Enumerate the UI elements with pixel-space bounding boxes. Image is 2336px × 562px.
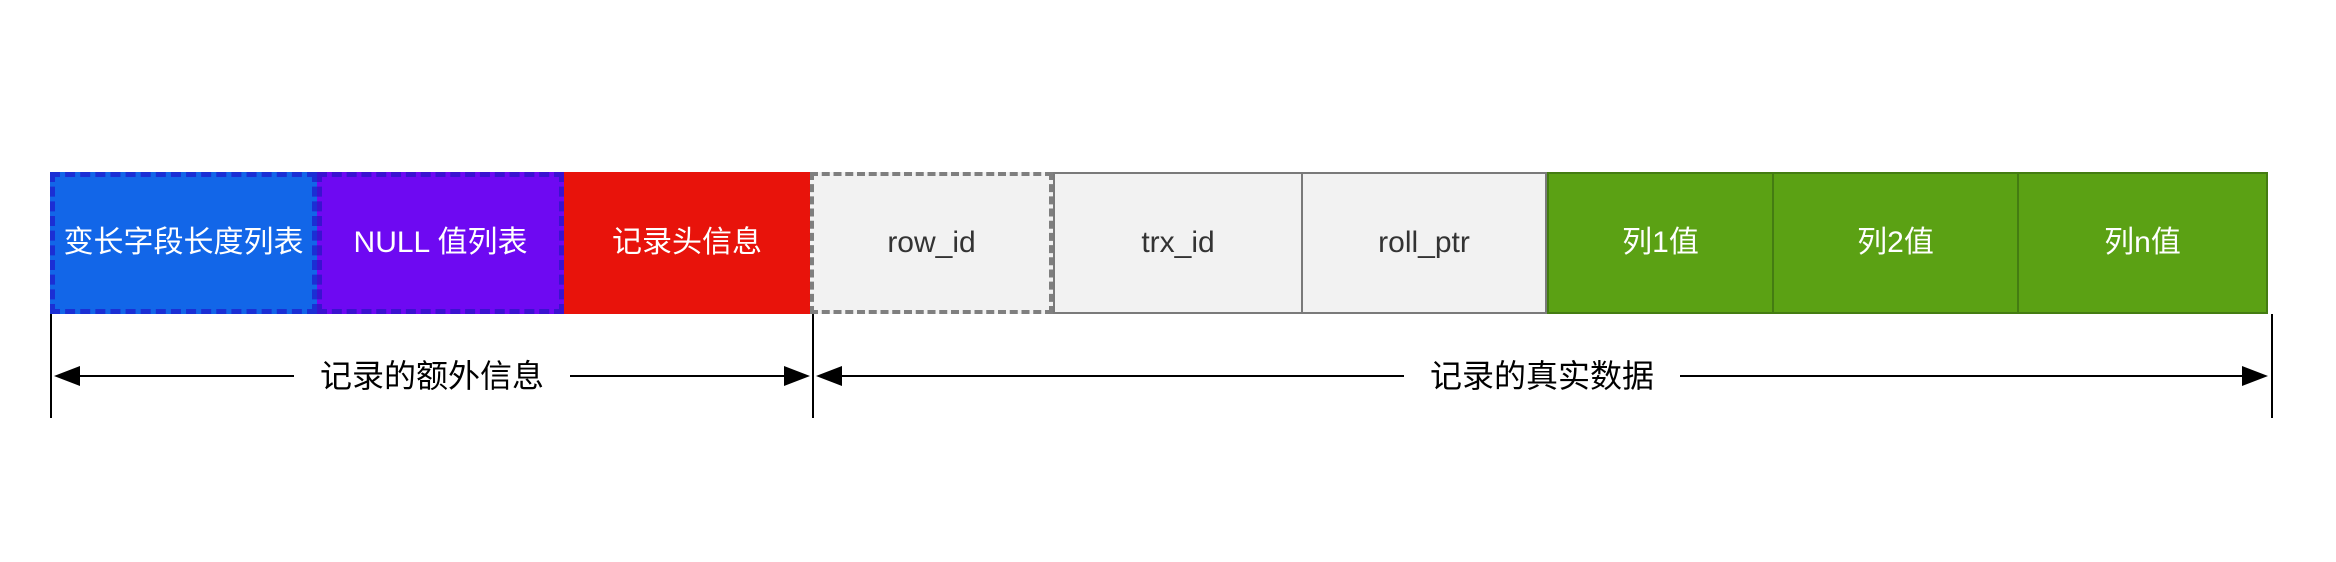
segment-roll-ptr: roll_ptr [1301,172,1547,314]
arrowhead-right-icon [2242,366,2269,386]
measure-extra-info-label: 记录的额外信息 [320,358,545,394]
segment-row-id: row_id [810,172,1053,314]
arrowhead-left-icon [816,366,842,386]
segment-trx-id: trx_id [1053,172,1303,314]
boundary-tick-middle [812,314,814,418]
segment-label: 列2值 [1857,226,1934,259]
record-structure-row: 变长字段长度列表 NULL 值列表 记录头信息 row_id trx_id ro… [50,172,2268,314]
segment-column-1-value: 列1值 [1547,172,1774,314]
segment-record-header: 记录头信息 [564,172,810,314]
measure-line [80,375,294,377]
segment-null-value-list: NULL 值列表 [317,172,564,314]
boundary-tick-right [2271,314,2273,418]
measure-line [570,375,785,377]
measure-line [1680,375,2243,377]
segment-label: row_id [887,226,976,259]
arrowhead-left-icon [54,366,80,386]
segment-label: NULL 值列表 [353,226,528,259]
segment-label: 变长字段长度列表 [63,226,304,259]
segment-label: 记录头信息 [612,226,762,259]
boundary-tick-left [50,314,52,418]
segment-column-n-value: 列n值 [2017,172,2268,314]
segment-column-2-value: 列2值 [1772,172,2019,314]
measure-extra-info: 记录的额外信息 [54,356,811,396]
arrowhead-right-icon [784,366,811,386]
segment-variable-length-list: 变长字段长度列表 [50,172,317,314]
measure-line [842,375,1404,377]
segment-label: 列n值 [2104,226,2181,259]
segment-label: roll_ptr [1378,226,1470,259]
segment-label: trx_id [1141,226,1215,259]
measure-real-data: 记录的真实数据 [816,356,2269,396]
segment-label: 列1值 [1622,226,1699,259]
measure-real-data-label: 记录的真实数据 [1430,358,1655,394]
